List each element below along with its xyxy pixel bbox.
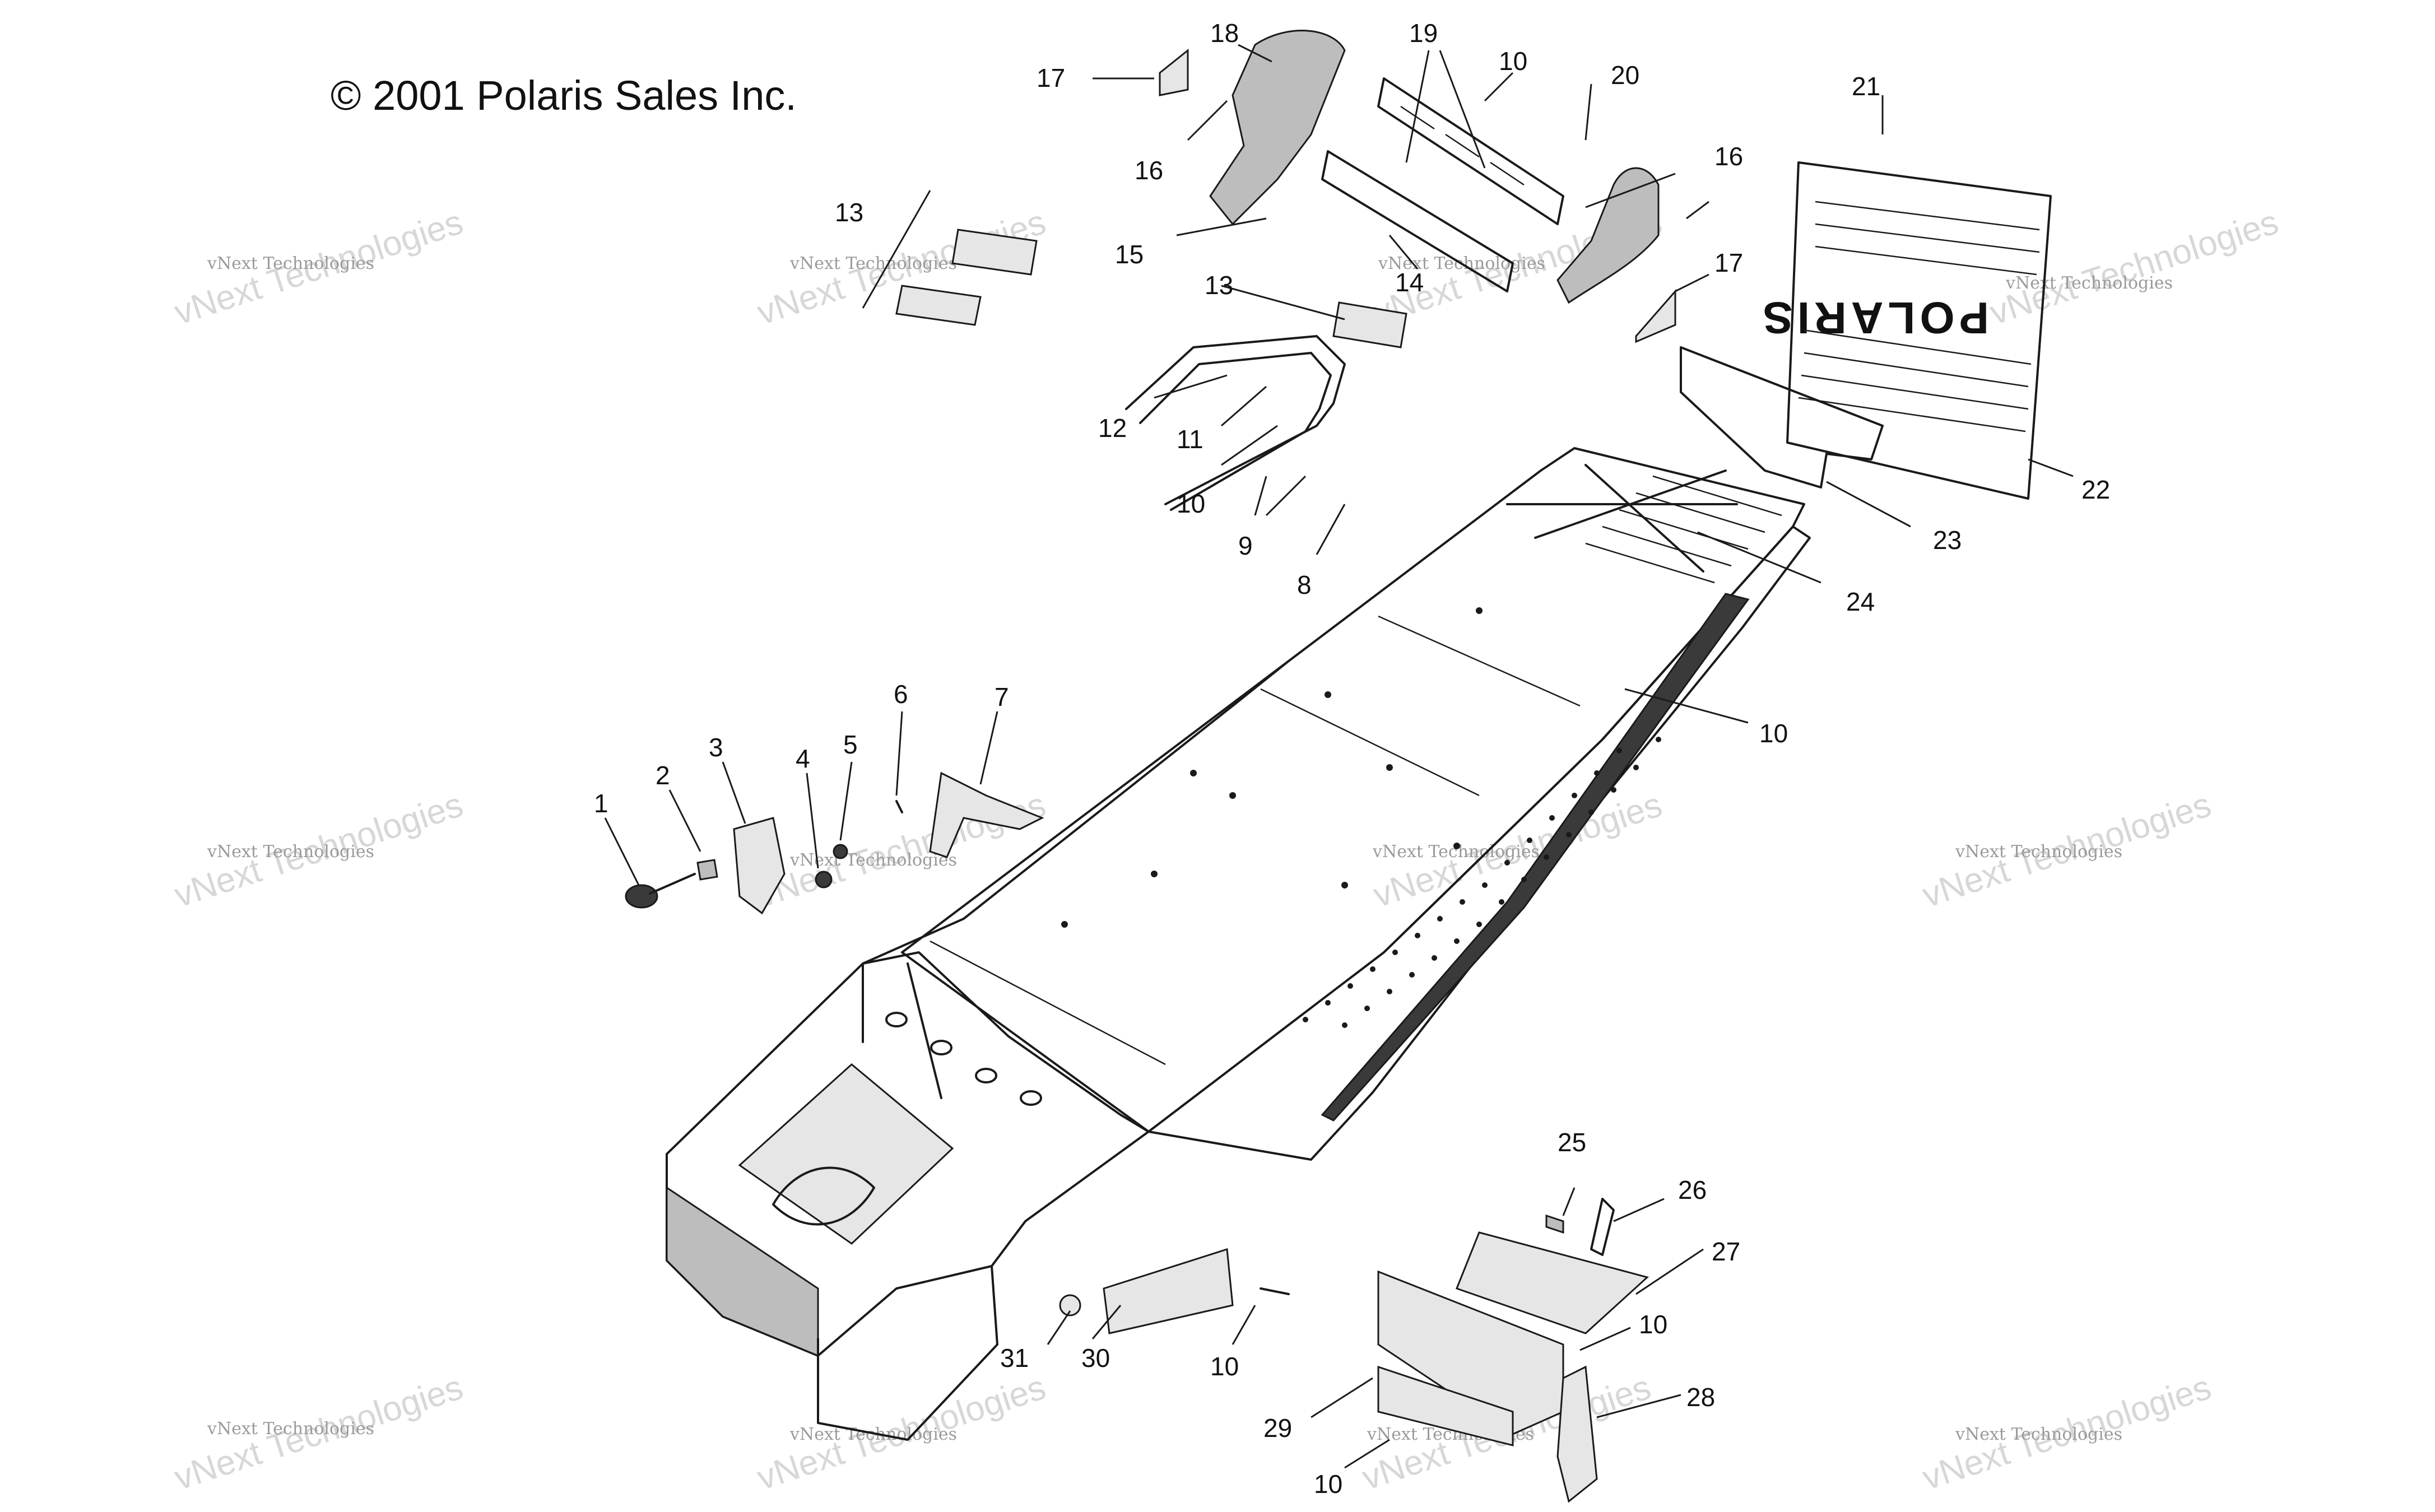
chassis-tunnel (862, 335, 1811, 1161)
watermark-small: vNext Technologies (207, 1419, 374, 1439)
callout-10-b: 10 (1499, 46, 1527, 76)
snow-flap: POLARIS (1758, 161, 2052, 500)
reflector-right (1635, 289, 1676, 343)
callout-28: 28 (1686, 1383, 1715, 1412)
callout-15: 15 (1115, 240, 1144, 269)
watermark-4: vNext Technologies vNext Technologies (1985, 203, 2283, 332)
callout-27: 27 (1712, 1237, 1740, 1266)
callout-23: 23 (1933, 525, 1962, 555)
callout-10-d: 10 (1639, 1310, 1667, 1339)
lower-hardware (1059, 1198, 1649, 1503)
deck-texture (1585, 475, 1782, 584)
callout-20: 20 (1611, 61, 1639, 90)
callout-7: 7 (995, 682, 1009, 711)
flap-logo: POLARIS (1758, 293, 1989, 343)
watermark-1: vNext Technologies vNext Technologies (170, 203, 468, 332)
watermark-12: vNext Technologies vNext Technologies (1918, 1368, 2216, 1497)
callout-5: 5 (843, 730, 858, 759)
callout-29: 29 (1263, 1413, 1292, 1443)
callout-11: 11 (1177, 425, 1203, 454)
watermark-large: vNext Technologies (1985, 203, 2283, 332)
deck-holes (1061, 607, 1483, 928)
callout-19: 19 (1409, 18, 1438, 48)
callout-14: 14 (1395, 268, 1424, 297)
callout-3: 3 (709, 733, 723, 762)
callout-30: 30 (1081, 1343, 1110, 1373)
callout-10-e: 10 (1314, 1469, 1342, 1499)
callout-10-f: 10 (1210, 1352, 1239, 1381)
watermark-small: vNext Technologies (1955, 842, 2122, 862)
front-mount-hardware (625, 771, 1044, 915)
callout-12: 12 (1098, 413, 1127, 443)
watermark-small: vNext Technologies (207, 842, 374, 862)
callout-13-b: 13 (1205, 271, 1233, 300)
callout-21: 21 (1852, 72, 1880, 101)
callout-16-a: 16 (1135, 156, 1163, 185)
bulkhead-grommets (885, 1012, 1042, 1106)
watermark-9: vNext Technologies vNext Technologies (170, 1368, 468, 1497)
flap-bracket (1680, 346, 1884, 489)
front-bulkhead (666, 951, 1150, 1441)
callout-10-c: 10 (1759, 719, 1788, 748)
taillight (895, 229, 1407, 348)
callout-labels: 1 2 3 4 5 6 7 8 9 10 11 12 13 13 14 15 1… (594, 18, 2110, 1499)
watermark-small: vNext Technologies (789, 254, 957, 273)
callout-8: 8 (1297, 570, 1312, 599)
callout-26: 26 (1678, 1175, 1707, 1204)
callout-13-a: 13 (835, 198, 863, 227)
callout-6: 6 (894, 680, 908, 709)
watermark-small: vNext Technologies (2005, 273, 2173, 293)
callout-16-b: 16 (1714, 142, 1743, 171)
tunnel-perforations (1303, 737, 1661, 1028)
leader-lines (604, 44, 2074, 1469)
watermark-5: vNext Technologies vNext Technologies (170, 785, 468, 915)
watermark-small: vNext Technologies (789, 850, 957, 870)
callout-4: 4 (796, 744, 810, 773)
watermark-small: vNext Technologies (207, 254, 374, 273)
seat-rails (1321, 77, 1564, 292)
reflector-left (1159, 48, 1189, 96)
watermark-small: vNext Technologies (1955, 1425, 2122, 1444)
callout-31: 31 (1000, 1343, 1029, 1373)
callout-18: 18 (1210, 18, 1239, 48)
callout-17-b: 17 (1714, 248, 1743, 277)
callout-2: 2 (656, 761, 670, 790)
callout-9: 9 (1238, 531, 1253, 560)
callout-24: 24 (1846, 587, 1875, 616)
callout-17-a: 17 (1037, 63, 1065, 92)
callout-22: 22 (2081, 475, 2110, 504)
callout-10-a: 10 (1177, 489, 1205, 518)
callout-25: 25 (1558, 1128, 1586, 1157)
copyright-notice: © 2001 Polaris Sales Inc. (331, 72, 797, 119)
callout-1: 1 (594, 789, 608, 818)
watermark-10: vNext Technologies vNext Technologies (752, 1368, 1051, 1497)
flap-ribs (1798, 201, 2040, 432)
watermark-8: vNext Technologies vNext Technologies (1918, 785, 2216, 915)
